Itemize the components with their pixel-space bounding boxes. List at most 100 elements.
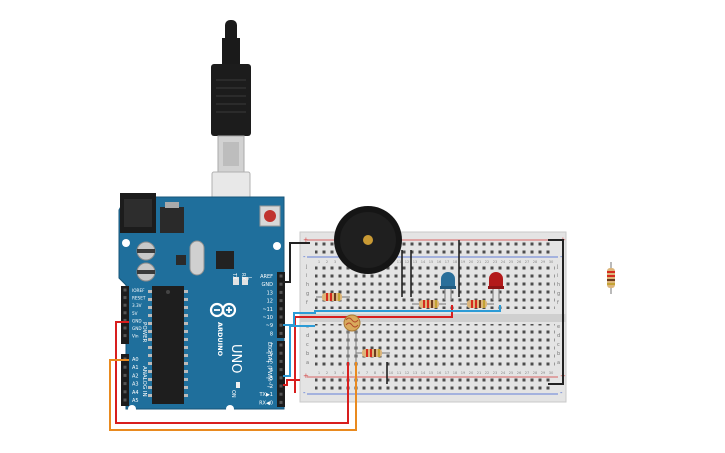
header-pin[interactable] (123, 303, 127, 307)
digital-pin-label: ~3 (266, 376, 273, 382)
header-pin[interactable] (279, 384, 283, 388)
analog-pin-label: A0 (132, 357, 139, 363)
tx-led-label: TX (231, 272, 237, 280)
header-pin[interactable] (279, 290, 283, 294)
header-pin[interactable] (279, 343, 283, 347)
header-pin[interactable] (279, 307, 283, 311)
header-pin[interactable] (279, 323, 283, 327)
digital-header-top (277, 272, 285, 338)
header-pin[interactable] (123, 296, 127, 300)
row-letter: i (557, 273, 558, 279)
analog-header-label: ANALOG IN (141, 366, 147, 397)
power-pin-label: IOREF (132, 288, 145, 293)
column-number: 3 (334, 260, 336, 264)
row-letter: f (306, 300, 308, 306)
usb-cable[interactable] (211, 20, 251, 213)
digital-pin-label: RX◀0 (259, 400, 273, 406)
header-pin[interactable] (123, 311, 127, 315)
wire-orange[interactable] (109, 359, 357, 431)
wire-blue[interactable] (283, 305, 501, 377)
board-logo-text: ARDUINO (216, 322, 224, 357)
arduino-uno-board[interactable]: ARDUINO UNO ON TX RX L AREFGND1312~11~10… (118, 193, 285, 413)
piezo-buzzer[interactable] (334, 206, 402, 274)
header-pin[interactable] (279, 376, 283, 380)
header-pin[interactable] (123, 318, 127, 322)
digital-pin-label: 7 (270, 343, 273, 349)
column-number: 30 (549, 371, 554, 375)
header-pin[interactable] (279, 274, 283, 278)
row-letter: j (305, 264, 307, 270)
digital-pin-label: 13 (267, 290, 273, 296)
power-pin-label: Vin (132, 334, 139, 339)
power-header-label: POWER (141, 322, 147, 343)
header-pin[interactable] (279, 282, 283, 286)
header-pin[interactable] (123, 373, 127, 377)
header-pin[interactable] (123, 398, 127, 402)
column-number: 22 (485, 260, 490, 264)
reset-button[interactable] (259, 205, 281, 227)
power-pin-label: GND (132, 318, 142, 323)
resistor[interactable] (356, 349, 390, 357)
column-number: 15 (429, 260, 434, 264)
row-letter: i (306, 273, 307, 279)
voltage-regulator (160, 207, 184, 233)
row-letter: h (557, 282, 560, 288)
row-letter: b (557, 351, 560, 357)
column-number: 7 (366, 371, 368, 375)
column-number: 23 (493, 371, 498, 375)
header-pin[interactable] (279, 392, 283, 396)
column-number: 18 (453, 260, 458, 264)
header-pin[interactable] (279, 299, 283, 303)
led-blue[interactable] (440, 272, 456, 300)
header-pin[interactable] (123, 365, 127, 369)
column-number: 3 (334, 371, 336, 375)
column-number: 28 (533, 260, 538, 264)
header-pin[interactable] (123, 288, 127, 292)
rx-led-label: RX (240, 273, 246, 280)
header-pin[interactable] (279, 351, 283, 355)
digital-pin-label: ~11 (262, 307, 273, 313)
rail-polarity-label: - (303, 389, 306, 397)
header-pin[interactable] (279, 331, 283, 335)
wire-red-short[interactable] (283, 379, 300, 386)
column-number: 29 (541, 371, 546, 375)
digital-pin-label: 4 (270, 368, 273, 374)
digital-pin-label: 2 (270, 384, 273, 390)
header-pin[interactable] (123, 334, 127, 338)
wire-black-top-rail[interactable] (283, 242, 310, 283)
resistor[interactable] (460, 300, 494, 308)
header-pin[interactable] (279, 359, 283, 363)
column-number: 21 (477, 260, 482, 264)
digital-pin-label: 12 (267, 299, 273, 305)
column-number: 18 (453, 371, 458, 375)
header-pin[interactable] (279, 400, 283, 404)
led-red[interactable] (488, 272, 504, 300)
column-number: 11 (397, 260, 402, 264)
column-number: 14 (421, 371, 426, 375)
column-number: 25 (509, 260, 514, 264)
header-pin[interactable] (123, 326, 127, 330)
resistor[interactable] (316, 293, 350, 301)
header-pin[interactable] (123, 390, 127, 394)
column-number: 26 (517, 260, 522, 264)
column-number: 1 (318, 260, 320, 264)
rail-polarity-label: + (303, 372, 309, 380)
header-pin[interactable] (279, 315, 283, 319)
resistor[interactable] (412, 300, 446, 308)
wire-black-rail-right[interactable] (548, 239, 564, 385)
header-pin[interactable] (279, 368, 283, 372)
column-number: 22 (485, 371, 490, 375)
row-letter: c (306, 342, 309, 348)
board-model-text: UNO (228, 344, 243, 373)
wire-black-jumper[interactable] (386, 240, 460, 384)
row-letter: g (557, 291, 560, 297)
header-pin[interactable] (123, 382, 127, 386)
column-number: 20 (469, 371, 474, 375)
column-number: 27 (525, 260, 530, 264)
digital-pin-label: AREF (260, 274, 273, 280)
row-letter: h (306, 282, 309, 288)
resistor-standalone[interactable] (607, 262, 615, 294)
analog-pin-label: A2 (132, 373, 139, 379)
digital-pin-label: ~6 (266, 351, 273, 357)
photoresistor[interactable] (343, 314, 361, 362)
